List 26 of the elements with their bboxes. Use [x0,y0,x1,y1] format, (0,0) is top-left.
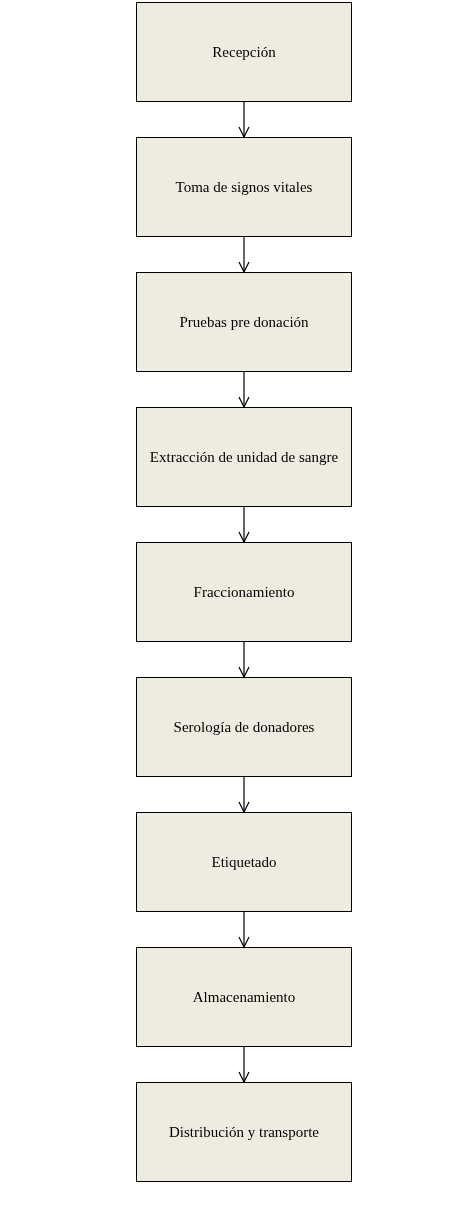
process-box [136,137,352,237]
step-label: Recepción [212,42,276,62]
step-label: Etiquetado [211,852,277,872]
arrow [238,911,250,948]
arrow [238,506,250,543]
process-box [136,812,352,912]
arrow [238,101,250,138]
process-box [136,407,352,507]
step-label: Toma de signos vitales [175,177,313,197]
process-box [136,2,352,102]
process-box [136,677,352,777]
arrow [238,1046,250,1083]
step-label: Almacenamiento [192,987,296,1007]
arrow [238,776,250,813]
process-box [136,947,352,1047]
step-label: Serología de donadores [173,717,315,737]
step-label: Extracción de unidad de sangre [149,447,339,467]
step-label: Pruebas pre donación [179,312,309,332]
process-box [136,1082,352,1182]
process-box [136,272,352,372]
arrow [238,371,250,408]
step-label: Distribución y transporte [169,1122,319,1142]
arrow [238,641,250,678]
step-label: Fraccionamiento [193,582,295,602]
process-box [136,542,352,642]
arrow [238,236,250,273]
